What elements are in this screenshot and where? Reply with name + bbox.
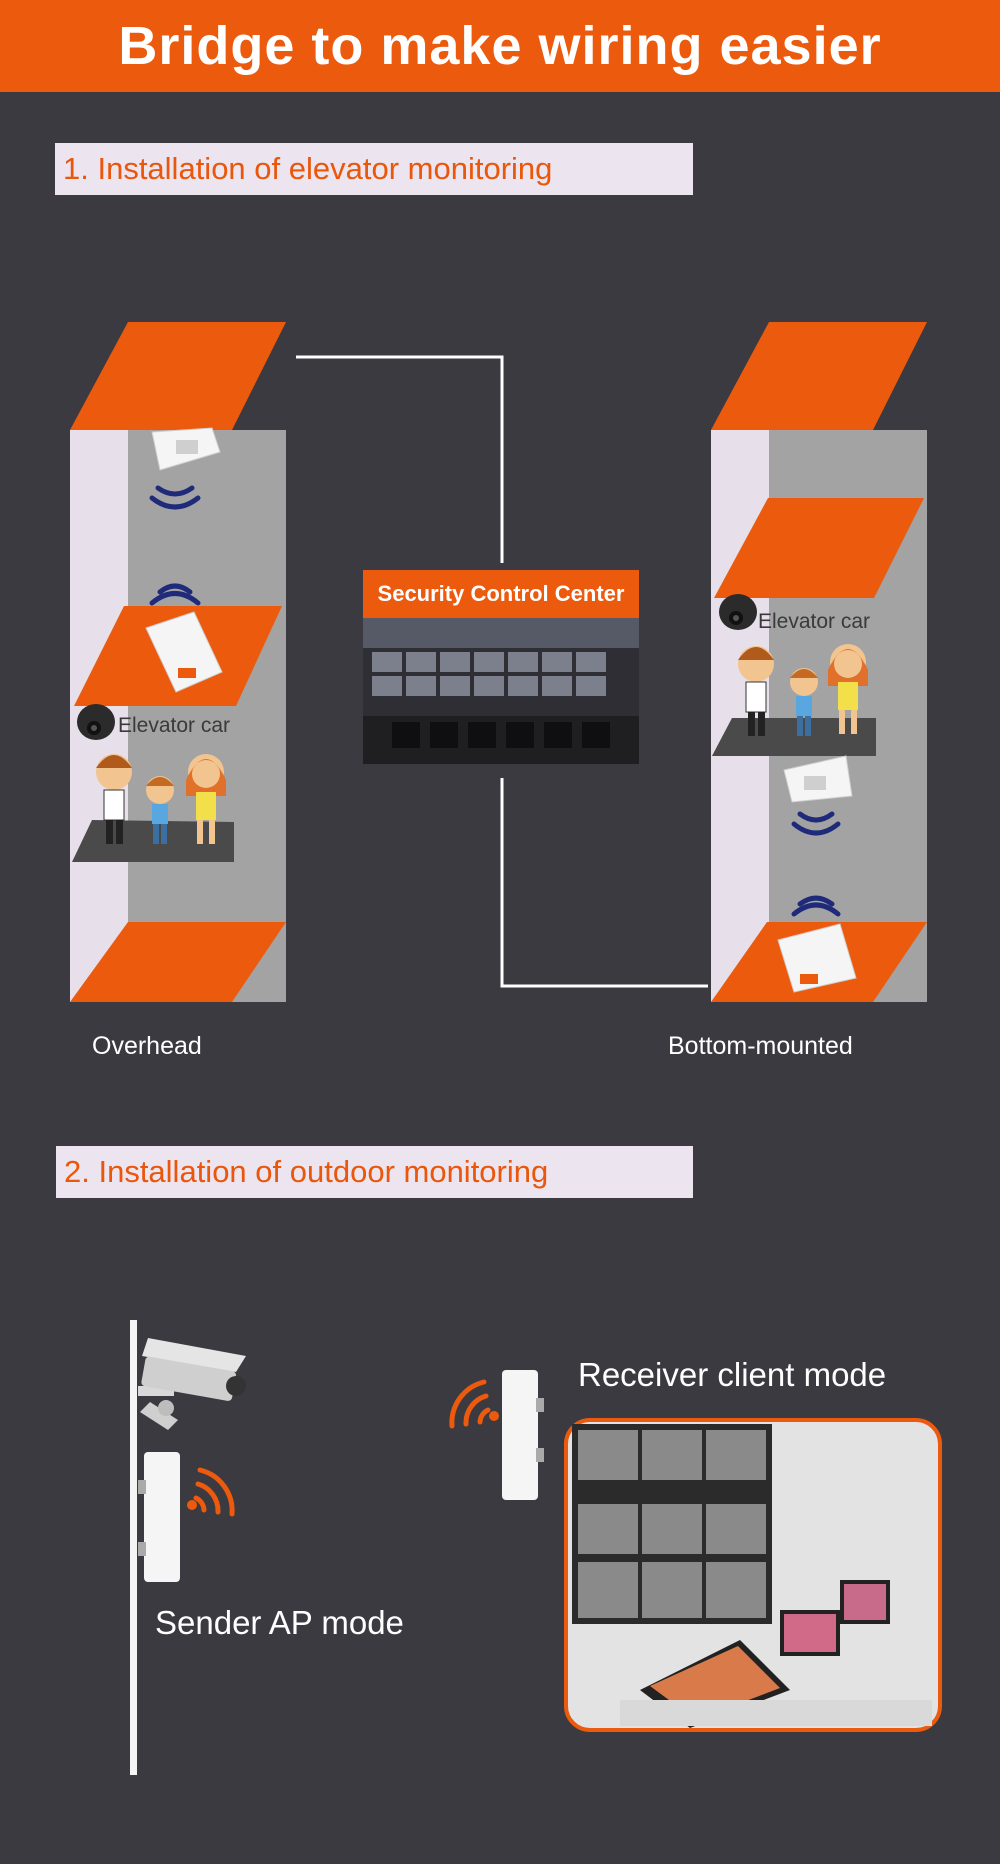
sender-wifi-signal — [193, 1467, 235, 1517]
left-shaft-top — [70, 322, 286, 430]
receiver-bridge-device — [502, 1370, 544, 1500]
pole — [130, 1320, 137, 1775]
left-top-bridge-device — [151, 427, 221, 471]
left-signal-down — [149, 485, 201, 510]
sender-ap-mode-caption: Sender AP mode — [155, 1604, 404, 1641]
overhead-caption: Overhead — [92, 1032, 202, 1060]
wire-left-to-center — [296, 355, 504, 563]
left-family-illustration — [72, 754, 234, 862]
left-dome-camera — [77, 704, 115, 740]
left-car-bridge-device — [145, 611, 223, 693]
receiver-wifi-signal — [449, 1379, 491, 1429]
page-title: Bridge to make wiring easier — [118, 16, 882, 76]
right-family-illustration — [712, 644, 876, 756]
right-bottom-bridge-device — [777, 923, 857, 993]
left-elevator-shaft — [70, 322, 286, 1002]
sender-bridge-device — [138, 1452, 180, 1582]
right-signal-up — [791, 895, 841, 917]
right-car-bridge-device — [783, 755, 853, 803]
left-signal-up — [149, 583, 201, 606]
control-center-photo — [363, 618, 639, 764]
receiver-client-mode-caption: Receiver client mode — [578, 1356, 887, 1393]
right-signal-down — [791, 811, 841, 836]
bottom-mounted-caption: Bottom-mounted — [668, 1032, 853, 1060]
right-car-top — [714, 498, 924, 598]
section-1-label: 1. Installation of elevator monitoring — [55, 143, 693, 195]
wire-center-to-right — [500, 778, 708, 988]
right-dome-camera — [719, 594, 757, 630]
right-elevator-car-label: Elevator car — [758, 610, 871, 633]
left-elevator-car-label: Elevator car — [118, 714, 231, 737]
right-shaft-top — [711, 322, 927, 430]
monitoring-room-photo — [564, 1418, 942, 1732]
left-shaft-bottom — [70, 922, 286, 1002]
page-header: Bridge to make wiring easier — [0, 0, 1000, 92]
bullet-camera — [138, 1338, 246, 1430]
security-control-center-label: Security Control Center — [363, 570, 639, 618]
section-2-label: 2. Installation of outdoor monitoring — [56, 1146, 693, 1198]
